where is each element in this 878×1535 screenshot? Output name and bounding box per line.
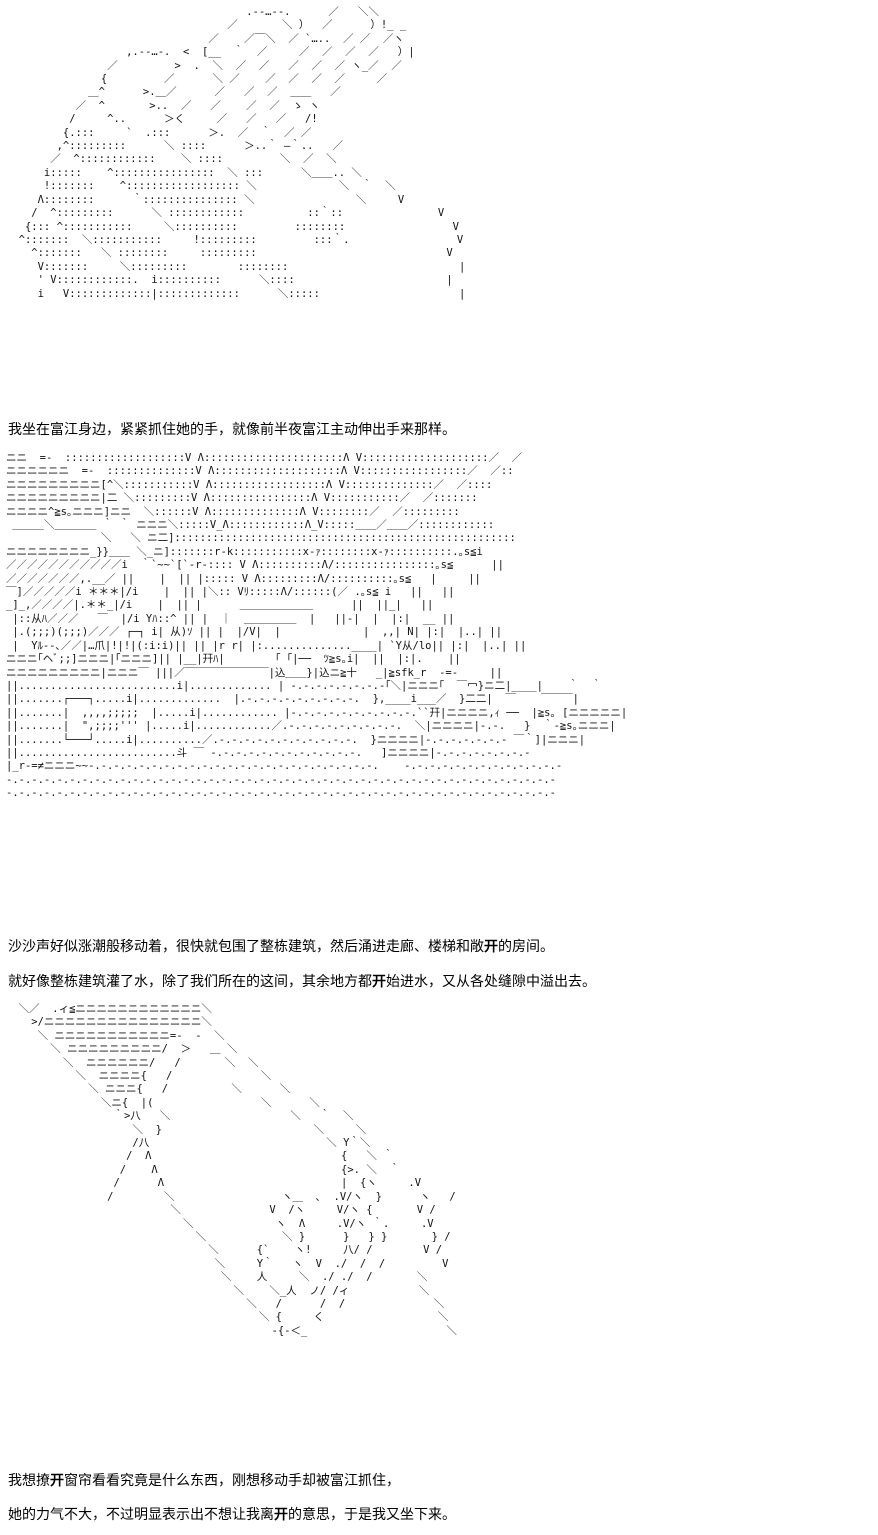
narration-line-1: 我坐在富江身边，紧紧抓住她的手，就像前半夜富江主动伸出手来那样。 [8, 422, 456, 438]
ascii-art-room-interior: ニニ =- :::::::::::::::::::V Λ::::::::::::… [6, 452, 628, 800]
narration-line-3: 就好像整栋建筑灌了水，除了我们所在的这间，其余地方都开始进水，又从各处缝隙中溢出… [8, 974, 596, 990]
narration-line-5: 她的力气不大，不过明显表示出不想让我离开的意思，于是我又坐下来。 [8, 1507, 456, 1523]
ascii-art-held-hand: ＼／ .ィ≦ニニニニニニニニニニニニ＼ >/ニニニニニニニニニニニニニニニ＼ ＼… [18, 1003, 457, 1337]
narration-line-2: 沙沙声好似涨潮般移动着，很快就包围了整栋建筑，然后涌进走廊、楼梯和敞开的房间。 [8, 939, 554, 955]
narration-line-4: 我想撩开窗帘看看究竟是什么东西，刚想移动手却被富江抓住， [8, 1473, 400, 1489]
ascii-art-hand-grip: .-‐…‐-. ／ ＼＼ ／ ＼ ） ／ ）!_ _ ／ ／￣＼ ／ `….. … [18, 6, 466, 300]
